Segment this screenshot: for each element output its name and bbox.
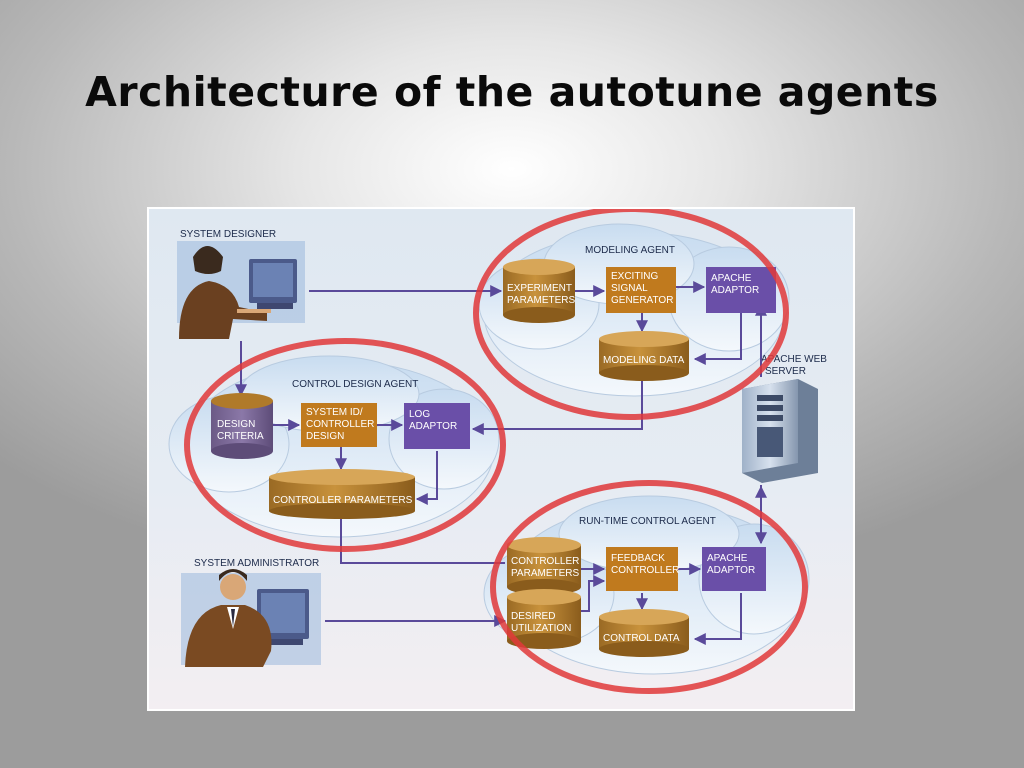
runtime-controller-parameters-store: CONTROLLER PARAMETERS <box>507 537 581 595</box>
runtime-controller-parameters-label-2: PARAMETERS <box>511 568 579 579</box>
modeling-apache-adaptor-label-2: ADAPTOR <box>711 285 759 296</box>
control-data-label: CONTROL DATA <box>603 633 680 644</box>
log-adaptor-box: LOG ADAPTOR <box>404 403 470 449</box>
connector-arrows <box>235 281 767 645</box>
modeling-apache-adaptor-box: APACHE ADAPTOR <box>706 267 776 313</box>
system-id-label-2: CONTROLLER <box>306 419 374 430</box>
experiment-parameters-store: EXPERIMENT PARAMETERS <box>503 259 575 323</box>
highlight-rings <box>184 209 808 694</box>
modeling-agent-title: MODELING AGENT <box>585 245 675 256</box>
experiment-parameters-label-2: PARAMETERS <box>507 295 575 306</box>
runtime-apache-adaptor-label-2: ADAPTOR <box>707 565 755 576</box>
design-criteria-label-2: CRITERIA <box>217 431 264 442</box>
apache-web-server-icon <box>742 379 818 483</box>
control-design-agent-ring <box>184 338 506 552</box>
system-designer-figure <box>177 241 305 339</box>
runtime-apache-adaptor-box: APACHE ADAPTOR <box>702 547 766 591</box>
desired-utilization-store: DESIRED UTILIZATION <box>507 589 581 649</box>
desired-utilization-label-1: DESIRED <box>511 611 555 622</box>
log-adaptor-label-2: ADAPTOR <box>409 421 457 432</box>
runtime-apache-adaptor-label-1: APACHE <box>707 553 748 564</box>
system-id-label-1: SYSTEM ID/ <box>306 407 363 418</box>
log-adaptor-label-1: LOG <box>409 409 430 420</box>
design-criteria-store: DESIGN CRITERIA <box>211 393 273 459</box>
control-data-store: CONTROL DATA <box>599 609 689 657</box>
system-administrator-figure <box>181 569 321 667</box>
exciting-signal-generator-label-3: GENERATOR <box>611 295 673 306</box>
experiment-parameters-label-1: EXPERIMENT <box>507 283 572 294</box>
modeling-data-label: MODELING DATA <box>603 355 685 366</box>
system-id-controller-design-box: SYSTEM ID/ CONTROLLER DESIGN <box>301 403 377 447</box>
run-time-control-agent-ring <box>490 480 808 694</box>
desired-utilization-label-2: UTILIZATION <box>511 623 571 634</box>
exciting-signal-generator-label-2: SIGNAL <box>611 283 648 294</box>
modeling-apache-adaptor-label-1: APACHE <box>711 273 752 284</box>
system-id-label-3: DESIGN <box>306 431 344 442</box>
run-time-control-agent-title: RUN-TIME CONTROL AGENT <box>579 516 716 527</box>
system-designer-label: SYSTEM DESIGNER <box>180 229 276 240</box>
controller-parameters-store: CONTROLLER PARAMETERS <box>269 469 415 519</box>
control-design-agent-title: CONTROL DESIGN AGENT <box>292 379 418 390</box>
system-administrator-label: SYSTEM ADMINISTRATOR <box>194 558 319 569</box>
controller-parameters-label: CONTROLLER PARAMETERS <box>273 495 413 506</box>
feedback-controller-box: FEEDBACK CONTROLLER <box>606 547 679 591</box>
feedback-controller-label-2: CONTROLLER <box>611 565 679 576</box>
runtime-controller-parameters-label-1: CONTROLLER <box>511 556 579 567</box>
exciting-signal-generator-box: EXCITING SIGNAL GENERATOR <box>606 267 676 313</box>
apache-web-server-label-1: APACHE WEB <box>761 354 827 365</box>
exciting-signal-generator-label-1: EXCITING <box>611 271 658 282</box>
slide-title: Architecture of the autotune agents <box>85 68 939 116</box>
design-criteria-label-1: DESIGN <box>217 419 255 430</box>
modeling-agent-ring <box>473 209 789 420</box>
apache-web-server-label-2: SERVER <box>765 366 806 377</box>
architecture-diagram: SYSTEM DESIGNER SYSTEM ADMINISTRATOR APA… <box>147 207 855 711</box>
feedback-controller-label-1: FEEDBACK <box>611 553 665 564</box>
modeling-data-store: MODELING DATA <box>599 331 689 381</box>
